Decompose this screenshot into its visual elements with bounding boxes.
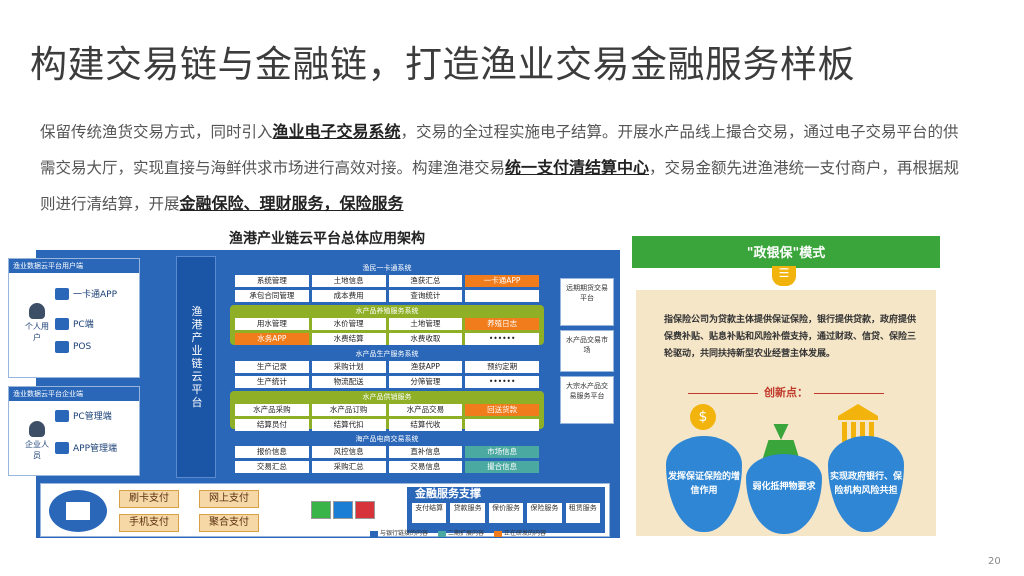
user-side-panel: 渔业数据云平台用户端 个人用户 一卡通APP PC端 POS (8, 258, 140, 378)
module-cell: 生产记录 (235, 361, 309, 373)
page-title: 构建交易链与金融链，打造渔业交易金融服务样板 (30, 43, 855, 86)
device-item: APP管理端 (55, 441, 117, 454)
tablet-icon (55, 441, 69, 454)
legend-item: 正在研发的内容 (494, 528, 546, 537)
module-cell: 采购计划 (311, 361, 386, 373)
finance-item: 支付结算 (412, 503, 447, 523)
finance-item: 租赁服务 (565, 503, 600, 523)
bank-logo-icon (49, 490, 107, 532)
module-cell: 水产品采购 (235, 404, 309, 416)
module-cell (465, 290, 539, 302)
right-box-bulk: 大宗水产品交易服务平台 (560, 376, 614, 424)
module-cell: 直补信息 (388, 446, 463, 458)
pay-aggregate: 聚合支付 (199, 514, 259, 532)
device-item: POS (55, 341, 91, 353)
legend-item: 二期扩展内容 (438, 528, 484, 537)
module-cell: 结算员付 (235, 419, 309, 431)
module-cell: 土地管理 (388, 318, 463, 330)
highlight-1: 渔业电子交易系统 (272, 122, 401, 141)
module-cell: 水价管理 (311, 318, 386, 330)
module-cell (465, 419, 539, 431)
module-cell: 系统管理 (235, 275, 309, 287)
pos-icon (55, 341, 69, 353)
arch-legend: 与银行链接的内容 二期扩展内容 正在研发的内容 (370, 528, 546, 537)
highlight-2: 统一支付清结算中心 (505, 158, 650, 177)
module-title: 渔民一卡通系统 (362, 264, 412, 272)
user-figure: 个人用户 (23, 303, 51, 343)
module-cell: 水费收取 (388, 333, 463, 345)
module-title: 水产品生产服务系统 (355, 350, 419, 358)
module-cell: 交易汇总 (235, 461, 309, 473)
module-cell: 物流配送 (311, 376, 386, 388)
module-title: 水产品供销服务 (362, 393, 412, 401)
module-cell: 渔获APP (388, 361, 463, 373)
module-cell: 交易信息 (388, 461, 463, 473)
module-cell: 水务APP (235, 333, 309, 345)
module-cell: 承包合同管理 (235, 290, 309, 302)
right-box-market: 水产品交易市场 (560, 330, 614, 372)
coin-icon: $ (690, 404, 716, 430)
platform-column: 渔港产业链云平台 (176, 256, 216, 478)
module-cell: 水费结算 (311, 333, 386, 345)
enterprise-side-panel: 渔业数据云平台企业端 企业人员 PC管理端 APP管理端 (8, 386, 140, 476)
enterprise-figure: 企业人员 (23, 421, 51, 461)
right-box-futures: 远期期货交易平台 (560, 278, 614, 326)
device-item: PC管理端 (55, 409, 112, 422)
page-number: 20 (988, 556, 1001, 567)
monitor-icon (55, 409, 69, 422)
arch-module: 水产品供销服务水产品采购水产品订购水产品交易回送货款结算员付结算代扣结算代收 (230, 391, 544, 431)
module-cell: 用水管理 (235, 318, 309, 330)
finance-item: 贷款服务 (450, 503, 485, 523)
module-cell: 回送货款 (465, 404, 539, 416)
module-cell: 水产品交易 (388, 404, 463, 416)
module-cell: 查询统计 (388, 290, 463, 302)
finance-item: 保险服务 (527, 503, 562, 523)
module-cell: •••••• (465, 333, 539, 345)
payment-method-icons (311, 501, 375, 519)
arch-module: 海产品电商交易系统报价信息风控信息直补信息市场信息交易汇总采购汇总交易信息撮合信… (230, 433, 544, 478)
module-title: 海产品电商交易系统 (355, 435, 419, 443)
zyb-description: 指保险公司为贷款主体提供保证保险，银行提供贷款，政府提供保费补贴、贴息补贴和风险… (664, 315, 917, 359)
module-cell: 水产品订购 (311, 404, 386, 416)
finance-item: 保价服务 (488, 503, 524, 523)
intro-paragraph: 保留传统渔货交易方式，同时引入渔业电子交易系统，交易的全过程实施电子结算。开展水… (40, 122, 960, 213)
person-icon (29, 303, 45, 319)
pay-card: 刷卡支付 (119, 490, 179, 508)
module-cell: 预约定期 (465, 361, 539, 373)
pay-online: 网上支付 (199, 490, 259, 508)
module-cell: 风控信息 (311, 446, 386, 458)
innovation-heading: 创新点： (636, 384, 936, 400)
zyb-title: "政银保"模式 (746, 246, 826, 261)
module-cell: 一卡通APP (465, 275, 539, 287)
phone-icon (55, 287, 69, 300)
module-cell: 生产统计 (235, 376, 309, 388)
module-cell: 采购汇总 (311, 461, 386, 473)
arch-title: 渔港产业链云平台总体应用架构 (229, 231, 425, 247)
module-cell: 土地信息 (311, 275, 386, 287)
module-title: 水产品养殖服务系统 (355, 307, 419, 315)
module-cell: 撮合信息 (465, 461, 539, 473)
module-cell: 报价信息 (235, 446, 309, 458)
highlight-3: 金融保险、理财服务，保险服务 (179, 194, 404, 213)
legend-item: 与银行链接的内容 (370, 528, 428, 537)
monitor-icon (55, 317, 69, 330)
finance-support: 金融服务支撑 支付结算 贷款服务 保价服务 保险服务 租赁服务 (407, 487, 605, 533)
person-icon (29, 421, 45, 437)
arch-module: 渔民一卡通系统系统管理土地信息渔获汇总一卡通APP 承包合同管理成本费用查询统计 (230, 262, 544, 302)
module-cell: 结算代收 (388, 419, 463, 431)
module-cell: 市场信息 (465, 446, 539, 458)
pay-mobile: 手机支付 (119, 514, 179, 532)
device-item: PC端 (55, 317, 94, 330)
module-cell: 成本费用 (311, 290, 386, 302)
module-cell: •••••• (465, 376, 539, 388)
device-item: 一卡通APP (55, 287, 117, 300)
module-cell: 分筛管理 (388, 376, 463, 388)
equals-badge-icon: ☰ (772, 266, 796, 286)
module-cell: 养殖日志 (465, 318, 539, 330)
module-cell: 渔获汇总 (388, 275, 463, 287)
payment-panel: 刷卡支付 网上支付 手机支付 聚合支付 金融服务支撑 支付结算 贷款服务 保价服… (40, 483, 610, 537)
module-cell: 结算代扣 (311, 419, 386, 431)
